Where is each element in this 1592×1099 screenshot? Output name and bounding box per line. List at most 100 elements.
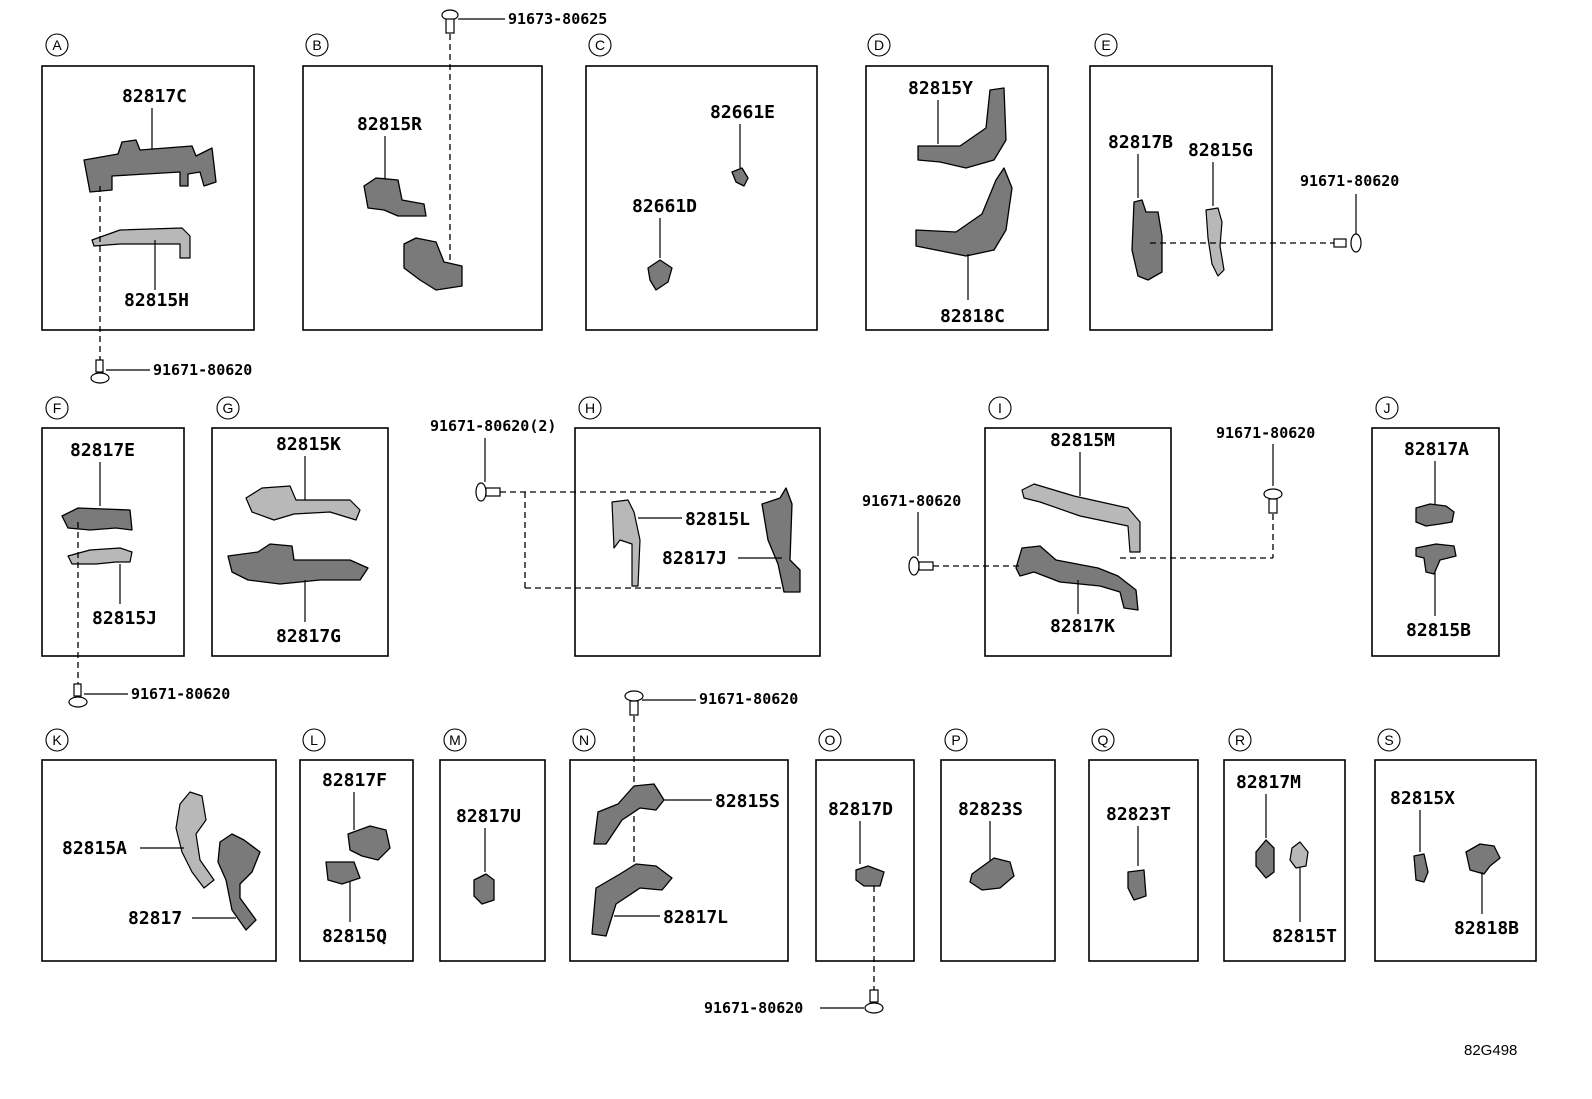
- panel-letter: P: [951, 732, 960, 748]
- panel-letter: O: [825, 732, 836, 748]
- panel-letter: M: [449, 732, 461, 748]
- fastener-number[interactable]: 91671-80620: [862, 492, 961, 510]
- bolt-icon: [90, 359, 110, 384]
- panel-n: N 91671-80620 82815S 82817L: [569, 690, 798, 962]
- part-number[interactable]: 82817E: [70, 440, 135, 461]
- panel-box: [211, 427, 389, 657]
- part-number[interactable]: 82817: [128, 908, 182, 929]
- part-number[interactable]: 82823S: [958, 799, 1023, 820]
- panel-letter: R: [1235, 732, 1245, 748]
- bracket-part: [1415, 543, 1457, 575]
- part-number[interactable]: 82815K: [276, 434, 341, 455]
- bracket-part: [593, 783, 665, 845]
- panel-s: S 82815X 82818B: [1374, 728, 1537, 962]
- bracket-part: [1205, 207, 1225, 277]
- fastener-number[interactable]: 91671-80620(2): [430, 417, 556, 435]
- panel-box: [585, 65, 818, 331]
- panel-p: P 82823S: [940, 728, 1056, 962]
- panel-box: [41, 65, 255, 331]
- part-number[interactable]: 82815T: [1272, 926, 1337, 947]
- part-number[interactable]: 82815Q: [322, 926, 387, 947]
- panel-box: [302, 65, 543, 331]
- panel-letter: C: [595, 37, 605, 53]
- panel-box: [41, 759, 277, 962]
- panel-letter: K: [52, 732, 62, 748]
- panel-g: G 82815K 82817G: [211, 396, 389, 657]
- bracket-part: [227, 543, 369, 585]
- part-number[interactable]: 82817G: [276, 626, 341, 647]
- bolt-icon: [475, 482, 501, 502]
- part-number[interactable]: 82815X: [1390, 788, 1455, 809]
- bracket-part: [61, 507, 133, 531]
- part-number[interactable]: 82815Y: [908, 78, 973, 99]
- bolt-icon: [624, 690, 644, 716]
- panel-q: Q 82823T: [1088, 728, 1199, 962]
- panel-b: B 91673-80625 82815R: [302, 9, 607, 331]
- panel-letter: E: [1101, 37, 1110, 53]
- part-number[interactable]: 82815A: [62, 838, 127, 859]
- panel-o: O 82817D 91671-80620: [704, 728, 915, 1017]
- part-number[interactable]: 82815L: [685, 509, 750, 530]
- part-number[interactable]: 82818C: [940, 306, 1005, 327]
- bracket-part: [591, 863, 673, 937]
- part-number[interactable]: 82823T: [1106, 804, 1171, 825]
- part-number[interactable]: 82815H: [124, 290, 189, 311]
- panel-box: [1371, 427, 1500, 657]
- part-number[interactable]: 82815M: [1050, 430, 1115, 451]
- bracket-part: [245, 485, 361, 521]
- part-number[interactable]: 82817A: [1404, 439, 1469, 460]
- fastener-number[interactable]: 91673-80625: [508, 10, 607, 28]
- part-number[interactable]: 82661D: [632, 196, 697, 217]
- fastener-number[interactable]: 91671-80620: [131, 685, 230, 703]
- panel-letter: N: [579, 732, 589, 748]
- bracket-part: [83, 139, 217, 193]
- bracket-part: [915, 167, 1013, 257]
- part-number[interactable]: 82815G: [1188, 140, 1253, 161]
- panel-m: M 82817U: [439, 728, 546, 962]
- bracket-part: [1021, 483, 1141, 553]
- clip-part: [1465, 843, 1501, 875]
- fastener-number[interactable]: 91671-80620: [704, 999, 803, 1017]
- panel-box: [569, 759, 789, 962]
- panel-box: [1088, 759, 1199, 962]
- part-number[interactable]: 82817F: [322, 770, 387, 791]
- panel-l: L 82817F 82815Q: [299, 728, 414, 962]
- panel-letter: Q: [1098, 732, 1109, 748]
- panel-box: [865, 65, 1049, 331]
- panel-letter: S: [1384, 732, 1393, 748]
- part-number[interactable]: 82817L: [663, 907, 728, 928]
- bracket-part: [363, 177, 427, 217]
- panel-f: F 82817E 82815J 91671-80620: [41, 396, 230, 708]
- part-number[interactable]: 82661E: [710, 102, 775, 123]
- part-number[interactable]: 82817B: [1108, 132, 1173, 153]
- part-number[interactable]: 82817K: [1050, 616, 1115, 637]
- fastener-number[interactable]: 91671-80620: [1300, 172, 1399, 190]
- bracket-part: [217, 833, 261, 931]
- part-number[interactable]: 82815J: [92, 608, 157, 629]
- part-number[interactable]: 82815S: [715, 791, 780, 812]
- panel-box: [1089, 65, 1273, 331]
- bracket-part: [611, 499, 641, 587]
- part-number[interactable]: 82817J: [662, 548, 727, 569]
- panel-letter: J: [1384, 400, 1391, 416]
- fastener-number[interactable]: 91671-80620: [699, 690, 798, 708]
- part-number[interactable]: 82817C: [122, 86, 187, 107]
- bracket-part: [347, 825, 391, 861]
- panel-box: [815, 759, 915, 962]
- part-number[interactable]: 82817M: [1236, 772, 1301, 793]
- part-number[interactable]: 82817U: [456, 806, 521, 827]
- clip-part: [1289, 841, 1309, 869]
- part-number[interactable]: 82815R: [357, 114, 422, 135]
- bracket-part: [325, 861, 361, 885]
- diagram-reference: 82G498: [1464, 1042, 1517, 1059]
- panel-box: [299, 759, 414, 962]
- panel-h: H 91671-80620(2) 82815L 82817J: [430, 396, 821, 657]
- part-number[interactable]: 82817D: [828, 799, 893, 820]
- part-number[interactable]: 82818B: [1454, 918, 1519, 939]
- panel-letter: A: [52, 37, 62, 53]
- part-number[interactable]: 82815B: [1406, 620, 1471, 641]
- fastener-number[interactable]: 91671-80620: [1216, 424, 1315, 442]
- fastener-number[interactable]: 91671-80620: [153, 361, 252, 379]
- panel-j: J 82817A 82815B: [1371, 396, 1500, 657]
